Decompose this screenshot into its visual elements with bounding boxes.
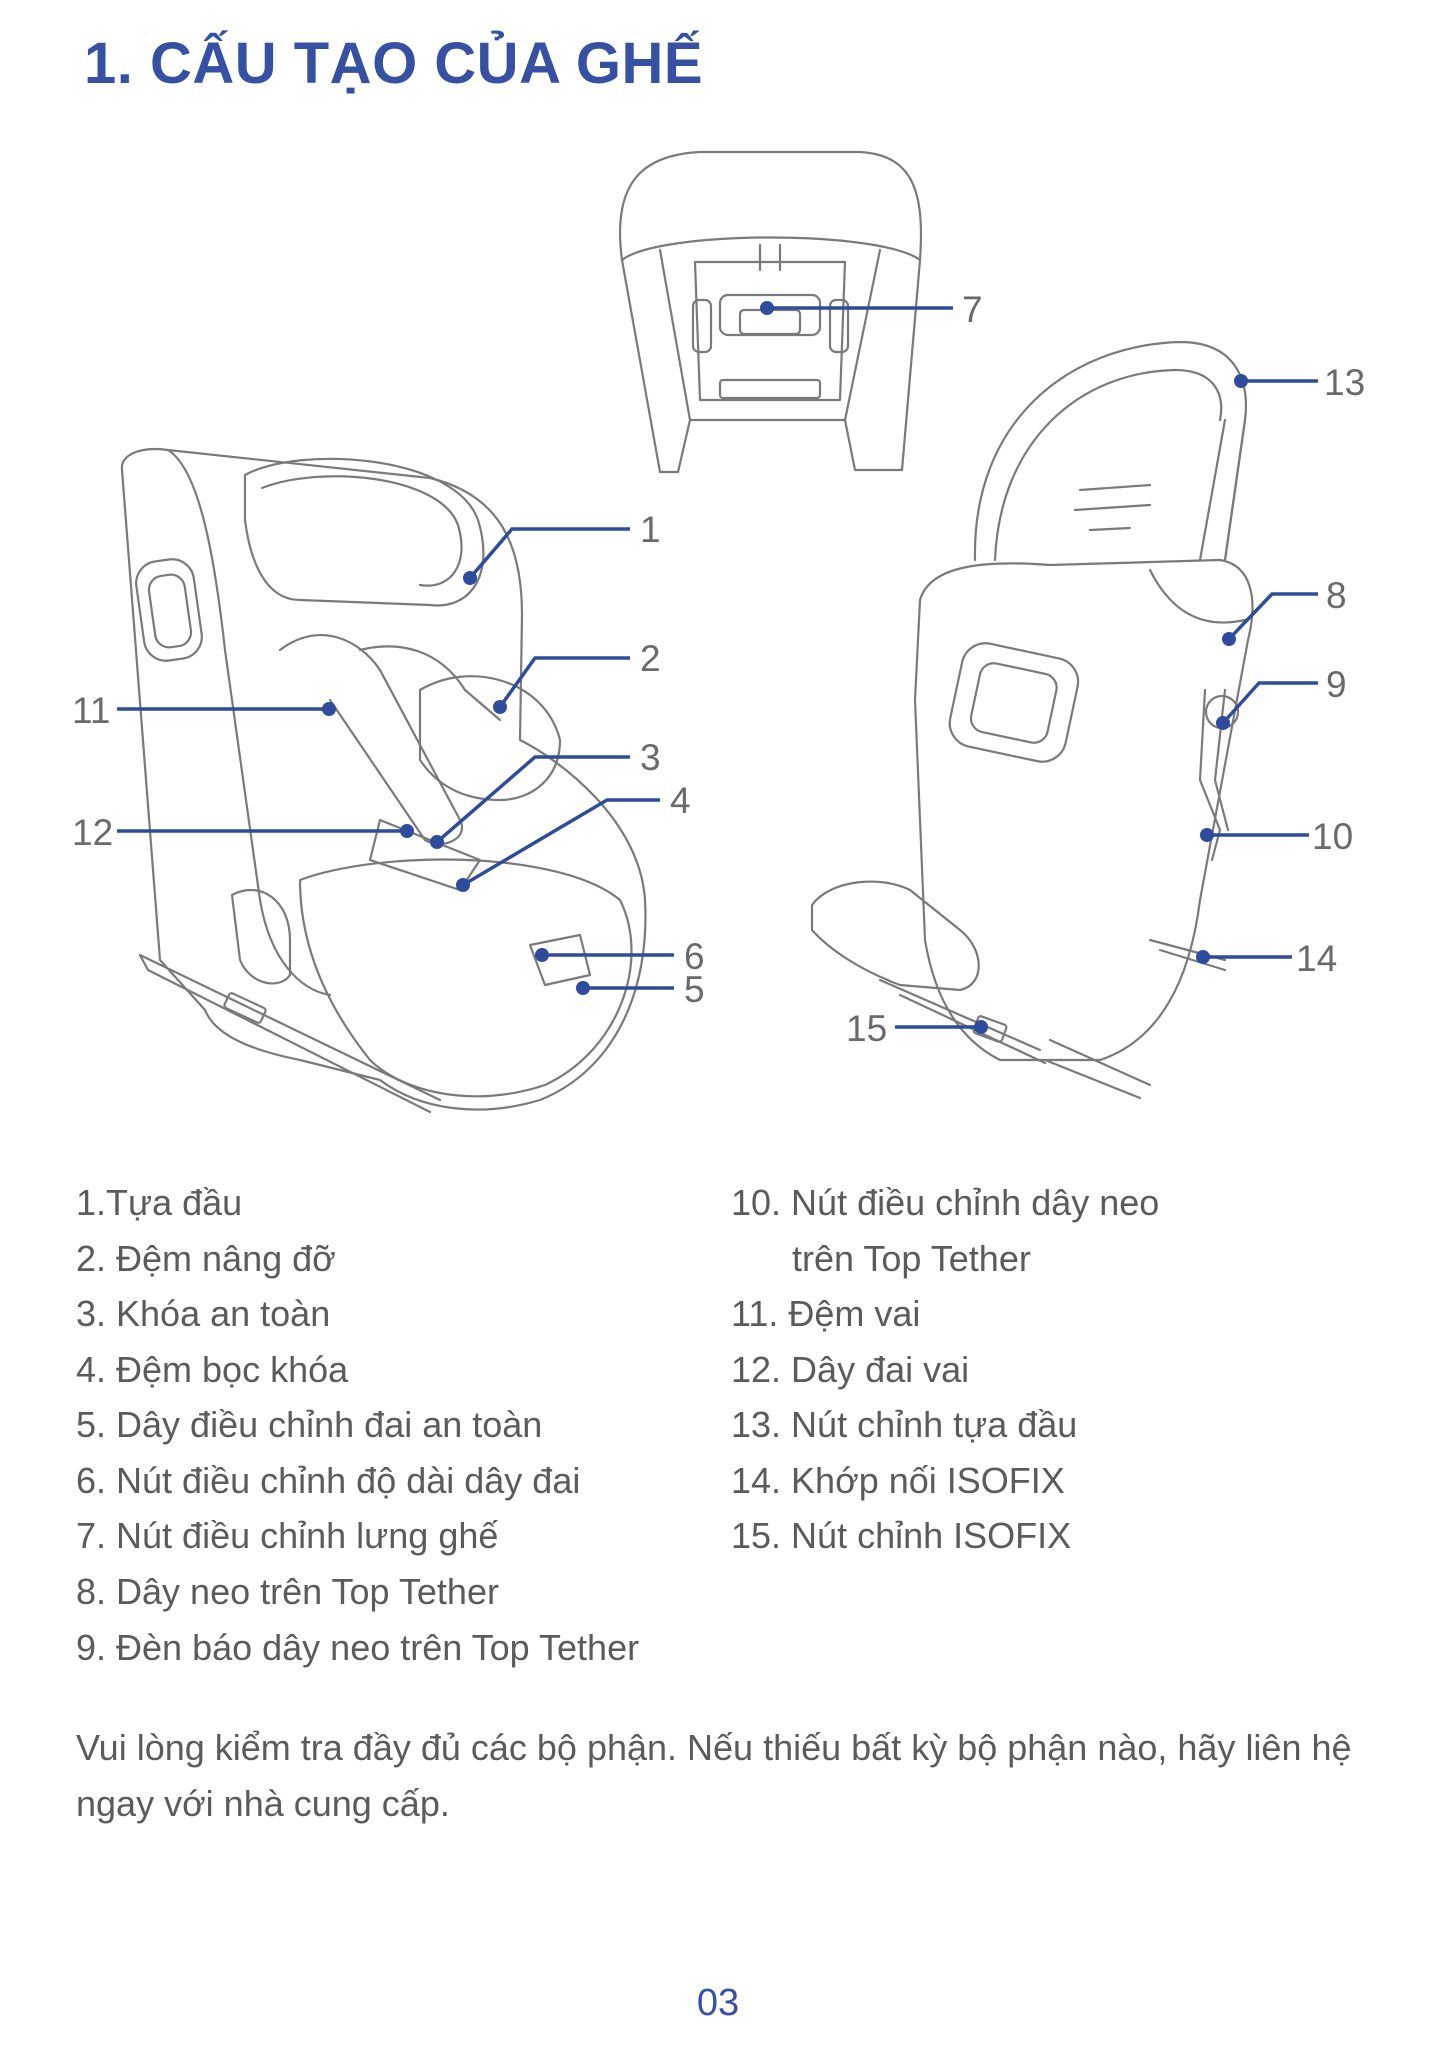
callout-13: 13 xyxy=(1324,362,1365,403)
callout-11: 11 xyxy=(72,690,110,731)
headrest-illustration xyxy=(618,150,923,474)
part-item: 3. Khóa an toàn xyxy=(76,1293,331,1334)
rear-seat-illustration xyxy=(810,340,1254,1100)
part-item: 6. Nút điều chỉnh độ dài dây đai xyxy=(76,1460,581,1501)
check-parts-note: Vui lòng kiểm tra đầy đủ các bộ phận. Nế… xyxy=(76,1727,1352,1824)
part-item: 9. Đèn báo dây neo trên Top Tether xyxy=(76,1627,640,1668)
part-item: 7. Nút điều chỉnh lưng ghế xyxy=(76,1515,499,1556)
part-item: 2. Đệm nâng đỡ xyxy=(76,1238,336,1279)
callout-6: 6 xyxy=(684,936,705,977)
callout-12: 12 xyxy=(72,812,113,853)
part-item: 11. Đệm vai xyxy=(731,1293,921,1334)
callout-2: 2 xyxy=(640,638,661,679)
front-seat-illustration xyxy=(120,448,647,1114)
part-item: 13. Nút chỉnh tựa đầu xyxy=(731,1404,1078,1445)
part-item: 10. Nút điều chỉnh dây neo xyxy=(731,1182,1160,1223)
part-item: 1.Tựa đầu xyxy=(76,1182,243,1223)
part-item-continuation: trên Top Tether xyxy=(792,1238,1031,1279)
callout-15: 15 xyxy=(846,1008,887,1049)
callout-7: 7 xyxy=(962,289,983,330)
callout-3: 3 xyxy=(640,737,661,778)
callout-4: 4 xyxy=(670,780,691,821)
part-item: 14. Khớp nối ISOFIX xyxy=(731,1460,1065,1501)
callout-1: 1 xyxy=(640,509,661,550)
callout-9: 9 xyxy=(1326,664,1347,705)
car-seat-diagram: 1 2 3 4 5 6 7 8 9 10 11 12 13 14 15 xyxy=(72,150,1365,1114)
part-item: 5. Dây điều chỉnh đai an toàn xyxy=(76,1404,543,1445)
part-item: 15. Nút chỉnh ISOFIX xyxy=(731,1515,1072,1556)
page-number: 03 xyxy=(696,1982,740,2024)
part-item: 4. Đệm bọc khóa xyxy=(76,1349,349,1390)
page-title: 1. CẤU TẠO CỦA GHẾ xyxy=(84,31,704,96)
part-item: 12. Dây đai vai xyxy=(731,1349,970,1390)
callout-leaders xyxy=(117,301,1318,1034)
callout-14: 14 xyxy=(1296,938,1337,979)
callout-8: 8 xyxy=(1326,575,1347,616)
part-item: 8. Dây neo trên Top Tether xyxy=(76,1571,499,1612)
callout-10: 10 xyxy=(1312,816,1353,857)
callout-5: 5 xyxy=(684,969,705,1010)
